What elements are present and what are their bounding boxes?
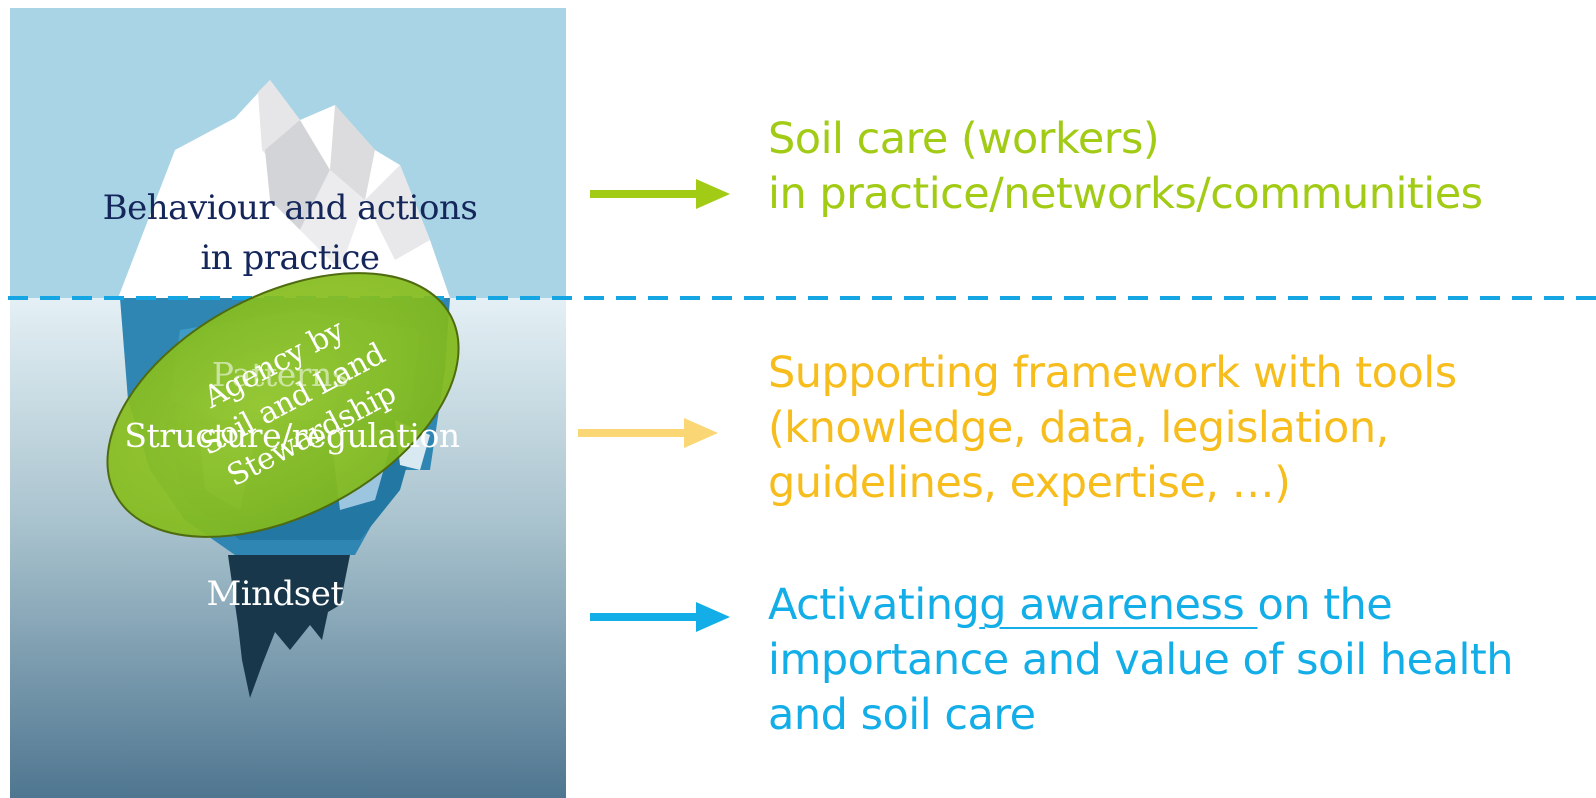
awareness-underlined: g awareness [979,580,1258,630]
awareness-line2: importance and value of soil health [768,635,1514,685]
soil-care-description: Soil care (workers) in practice/networks… [768,112,1483,222]
awareness-description: Activatingg awareness on the importance … [768,578,1514,743]
mindset-label: Mindset [206,574,344,614]
iceberg-tip [118,80,450,298]
agency-ellipse [106,272,460,538]
soil-care-line1: Soil care (workers) [768,114,1160,164]
patterns-label: Patterns [211,355,349,394]
arrow-blue [590,602,730,632]
structure-regulation-label: Structure/regulation [124,416,460,455]
behaviour-label-line2: in practice [200,238,380,278]
awareness-line1-part1: Activating [768,580,980,630]
arrow-green [590,179,730,209]
framework-line1: Supporting framework with tools [768,348,1457,398]
framework-line2: (knowledge, data, legislation, [768,403,1389,453]
awareness-line1-part3: on the [1257,580,1393,630]
behaviour-label: Behaviour and actions in practice [60,183,520,283]
behaviour-label-line1: Behaviour and actions [102,188,478,228]
framework-description: Supporting framework with tools (knowled… [768,346,1457,511]
iceberg-base [228,555,350,698]
awareness-line1: Activatingg awareness on the [768,578,1513,633]
arrow-yellow [578,418,718,448]
framework-line3: guidelines, expertise, …) [768,458,1291,508]
awareness-line3: and soil care [768,690,1036,740]
soil-care-line2: in practice/networks/communities [768,169,1483,219]
